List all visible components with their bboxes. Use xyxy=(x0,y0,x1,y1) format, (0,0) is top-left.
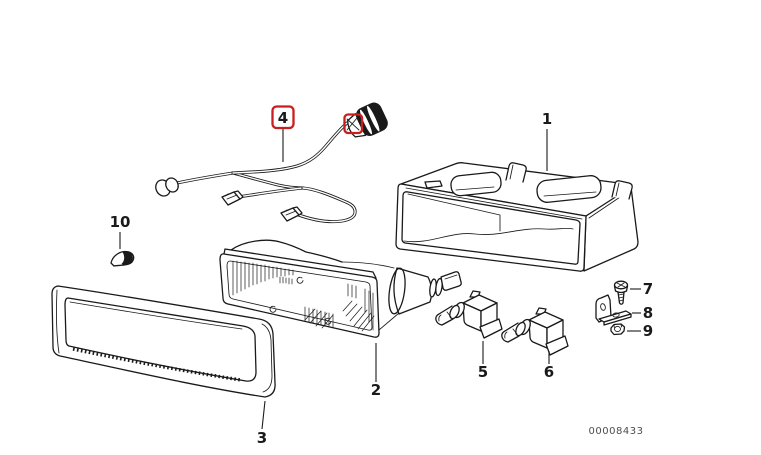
part-6-bulb-holder-drawing xyxy=(501,307,569,356)
part-2-fog-light-drawing xyxy=(219,239,462,338)
part-3-trim-frame-drawing xyxy=(51,285,276,398)
part-5-bulb-holder-drawing xyxy=(435,290,503,339)
highlight-box-part-4 xyxy=(271,105,295,130)
svg-text:3: 3 xyxy=(257,429,267,447)
svg-text:1: 1 xyxy=(542,110,552,128)
part-label-1[interactable]: 1 xyxy=(542,110,552,128)
leader-line-3 xyxy=(261,400,266,430)
svg-text:7: 7 xyxy=(643,280,653,298)
part-8-bracket-drawing xyxy=(595,294,632,326)
highlight-marker-connector-box xyxy=(343,113,364,135)
part-label-9[interactable]: 9 xyxy=(643,322,653,340)
part-label-7[interactable]: 7 xyxy=(643,280,653,298)
doc-code: 00008433 xyxy=(589,426,644,437)
svg-text:6: 6 xyxy=(544,363,554,381)
part-label-6[interactable]: 6 xyxy=(544,363,554,381)
svg-text:4: 4 xyxy=(278,109,288,127)
part-label-4-highlighted[interactable]: 4 xyxy=(271,105,295,130)
svg-text:10: 10 xyxy=(110,213,131,231)
svg-text:9: 9 xyxy=(643,322,653,340)
leader-lines xyxy=(119,129,641,430)
part-label-5[interactable]: 5 xyxy=(478,363,488,381)
part-label-3[interactable]: 3 xyxy=(257,429,267,447)
svg-text:8: 8 xyxy=(643,304,653,322)
part-label-10[interactable]: 10 xyxy=(110,213,131,231)
svg-text:5: 5 xyxy=(478,363,488,381)
svg-text:2: 2 xyxy=(371,381,381,399)
part-1-housing-drawing xyxy=(395,162,639,272)
part-10-clip-drawing xyxy=(110,250,135,267)
part-label-8[interactable]: 8 xyxy=(643,304,653,322)
part-7-screw-drawing xyxy=(613,280,629,305)
part-label-2[interactable]: 2 xyxy=(371,381,381,399)
part-9-nut-drawing xyxy=(610,323,626,336)
part-4-wiring-harness-drawing xyxy=(155,102,388,224)
part-labels: 1 2 3 4 5 6 7 8 9 10 xyxy=(110,105,653,447)
